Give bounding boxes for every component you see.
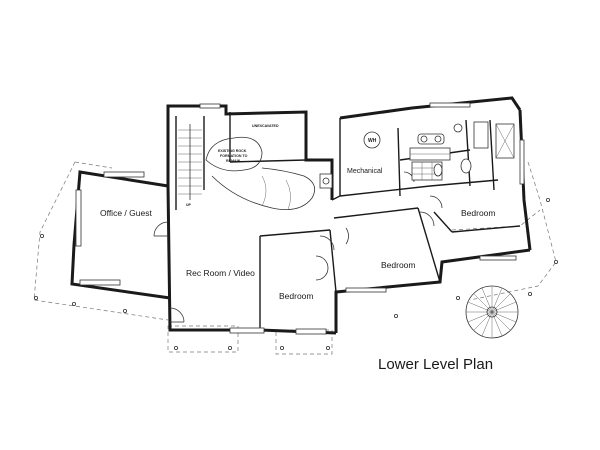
deck-outline-right — [451, 161, 557, 301]
rock-formation — [205, 136, 316, 211]
label-bedroom-middle: Bedroom — [381, 260, 416, 270]
label-rock-line-1: EXISTING ROCK — [218, 149, 247, 153]
windows — [75, 102, 525, 335]
plan-title: Lower Level Plan — [378, 356, 493, 373]
fixtures — [319, 121, 515, 189]
label-water-heater: WH — [368, 138, 377, 144]
label-office-guest: Office / Guest — [100, 208, 152, 218]
interior-walls — [175, 112, 521, 330]
doors — [153, 171, 443, 323]
label-rock-line-3: REMAIN — [226, 159, 241, 163]
stair-treads — [178, 124, 202, 200]
label-mechanical: Mechanical — [347, 168, 383, 175]
deck-posts — [34, 197, 559, 350]
label-rock-line-2: FORMATION TO — [220, 154, 248, 158]
label-rec-room: Rec Room / Video — [186, 268, 255, 278]
label-bedroom-right: Bedroom — [461, 208, 496, 218]
spiral-stair — [465, 285, 519, 339]
label-stair-up: UP — [186, 203, 192, 207]
label-unexcavated: UNEXCAVATED — [252, 124, 279, 128]
deck-outline-left — [33, 161, 169, 321]
label-bedroom-center: Bedroom — [279, 291, 314, 301]
